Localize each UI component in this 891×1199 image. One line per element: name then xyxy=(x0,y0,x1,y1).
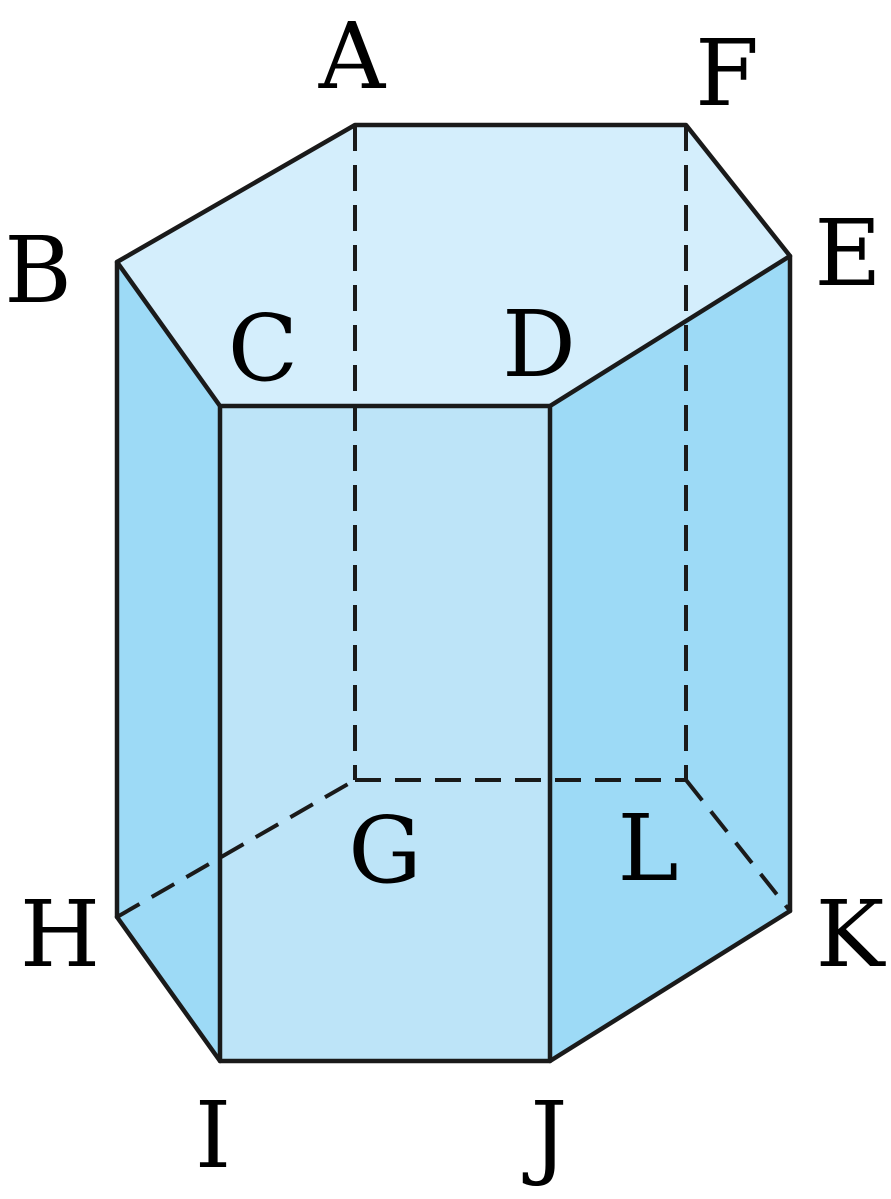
vertex-label-H: H xyxy=(20,881,100,988)
vertex-label-I: I xyxy=(195,1082,231,1189)
vertex-label-L: L xyxy=(617,795,678,902)
bottom-visible-edges xyxy=(114,908,793,1064)
vertex-label-C: C xyxy=(228,295,298,402)
vertex-label-B: B xyxy=(4,217,72,324)
left-face xyxy=(117,262,220,1061)
vertex-label-F: F xyxy=(695,20,759,127)
vertex-label-A: A xyxy=(318,3,387,110)
vertex-label-E: E xyxy=(814,200,881,307)
hidden-edge-HG xyxy=(116,778,356,919)
vertex-label-D: D xyxy=(502,291,576,398)
front-face xyxy=(220,406,550,1061)
top-face xyxy=(117,125,790,406)
vertex-label-G: G xyxy=(348,797,422,904)
hidden-edge-LK xyxy=(684,778,792,913)
vertex-label-J: J xyxy=(523,1082,568,1189)
vertex-label-K: K xyxy=(816,881,887,988)
right-face xyxy=(550,256,790,1061)
